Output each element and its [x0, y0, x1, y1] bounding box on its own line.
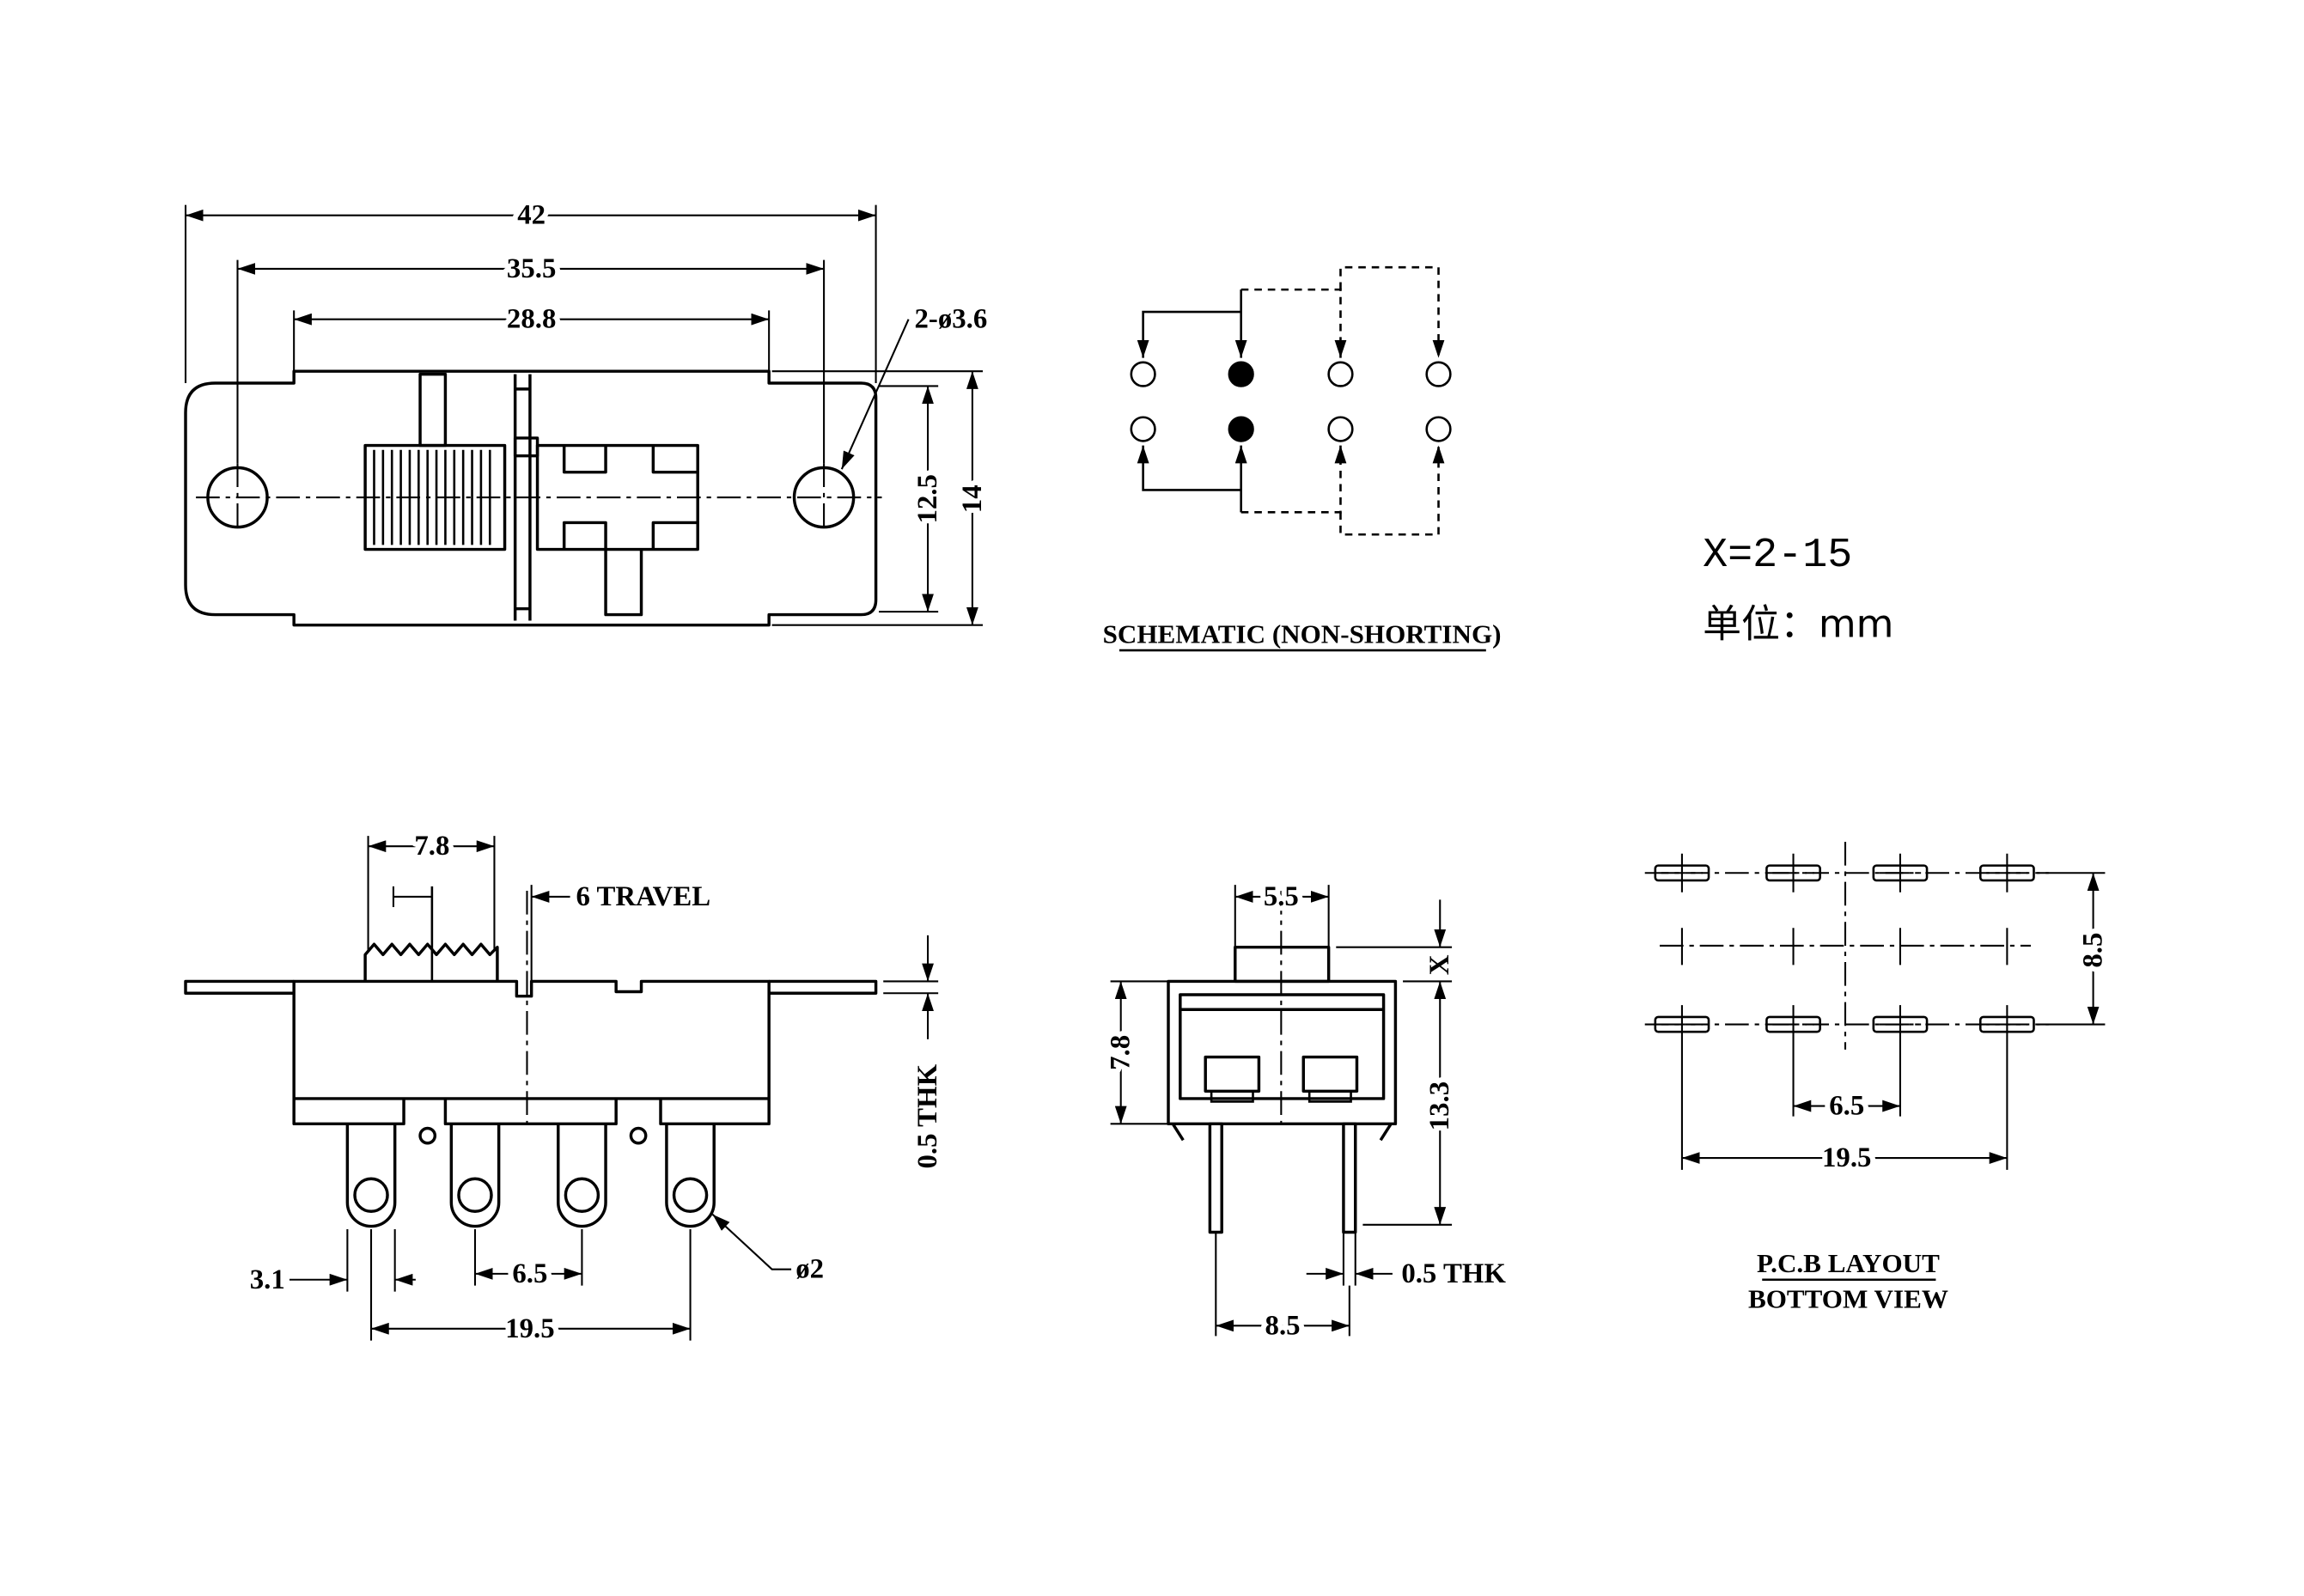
dim-label-hole-spacing: 35.5 — [507, 253, 556, 284]
x-range-note: X=2-15 — [1703, 532, 1852, 579]
end-view: 5.5 X 13.3 7.8 0.5 THK 8.5 — [1100, 876, 1512, 1347]
schematic-contact-open — [1425, 416, 1452, 442]
schematic-contact-open — [1327, 361, 1354, 387]
dim-label-overall: 42 — [517, 200, 546, 231]
actuator-knob — [363, 443, 507, 551]
dim-label-pin-span: 19.5 — [505, 1313, 554, 1344]
pin-spacing-extension-lines — [1215, 1232, 1350, 1337]
pcb-slot — [1872, 864, 1929, 882]
dim-label-pcb-span: 19.5 — [1822, 1142, 1871, 1173]
actuator-stem — [418, 372, 448, 448]
terminal-hole — [672, 1177, 709, 1214]
knob-grip-ridges — [373, 449, 491, 545]
pcb-slot — [1978, 1015, 2035, 1033]
terminal-hole — [457, 1177, 493, 1214]
slider-latch — [513, 436, 539, 458]
schematic-caption: SCHEMATIC (NON-SHORTING) — [1103, 619, 1502, 649]
hole-center-marks — [236, 463, 826, 532]
schematic-contact-open — [1425, 361, 1452, 387]
pcb-slot — [1654, 1015, 1710, 1033]
dim-label-body: 28.8 — [507, 304, 556, 335]
terminal-pin — [665, 1124, 716, 1228]
schematic-contact-open — [1327, 416, 1354, 442]
knob-extension-lines — [367, 836, 496, 951]
dim-label-height: 14 — [957, 484, 988, 513]
pcb-slot — [1654, 864, 1710, 882]
pcb-layout-title: P.C.B LAYOUT — [1757, 1248, 1940, 1278]
plate-thickness-label: 0.5 THK — [912, 1063, 943, 1168]
pcb-layout-subtitle: BOTTOM VIEW — [1748, 1284, 1948, 1314]
schematic-solid-link-bottom — [1137, 445, 1241, 491]
pin-hole-label: ø2 — [795, 1254, 824, 1285]
dim-label-pin-width: 3.1 — [250, 1264, 285, 1295]
dim-label-pcb-pitch: 6.5 — [1829, 1091, 1864, 1122]
schematic-contact-open — [1130, 361, 1156, 387]
top-view-extension-lines — [184, 204, 877, 464]
plate-thickness-extension-lines — [883, 980, 939, 995]
pin-thickness-extension-lines — [1342, 1232, 1356, 1286]
dim-label-actuator: 5.5 — [1264, 881, 1299, 912]
side-view-mounting-plate — [184, 979, 878, 995]
schematic-contact-common — [1228, 416, 1254, 442]
end-view-contact-left — [1204, 1055, 1261, 1093]
dim-label-hole-height: 12.5 — [912, 474, 943, 523]
hole-callout-label: 2-ø3.6 — [915, 304, 988, 335]
dim-label-x: X — [1424, 954, 1455, 975]
terminal-hole — [353, 1177, 389, 1214]
dim-label-total-height: 13.3 — [1424, 1081, 1455, 1130]
travel-label: 6 TRAVEL — [576, 881, 711, 912]
pin-extension-lines — [346, 1229, 692, 1341]
schematic-dashed-link-1-bottom — [1240, 445, 1347, 514]
hole-callout-leader — [840, 319, 910, 470]
end-view-contact-right — [1301, 1055, 1359, 1093]
housing-peg — [418, 1126, 437, 1145]
terminal-hole — [564, 1177, 600, 1214]
pcb-slot — [1765, 864, 1821, 882]
dim-label-pcb-row-spacing: 8.5 — [2078, 933, 2109, 968]
schematic-contact-common — [1228, 361, 1254, 387]
pin-thickness-label: 0.5 THK — [1401, 1258, 1506, 1289]
schematic-dashed-link-1-top — [1240, 288, 1347, 358]
schematic: SCHEMATIC (NON-SHORTING) — [1103, 265, 1502, 652]
slider-contact-block — [535, 443, 699, 617]
terminal-pin — [345, 1124, 397, 1228]
side-view: 7.8 6 TRAVEL ø2 3.1 6.5 19.5 0.5 THK — [184, 825, 948, 1349]
dim-label-pin-spacing: 8.5 — [1265, 1310, 1301, 1341]
top-view: 42 35.5 28.8 2-ø3.6 12.5 14 — [184, 195, 993, 627]
housing-peg — [629, 1126, 648, 1145]
end-view-housing — [1167, 979, 1398, 1142]
terminal-pin — [449, 1124, 501, 1228]
end-view-pin-left — [1208, 1122, 1223, 1234]
top-view-vertical-extension-lines — [771, 370, 983, 626]
end-view-pin-right — [1342, 1122, 1357, 1234]
dim-label-body-height: 7.8 — [1106, 1035, 1137, 1070]
pcb-slot-center-lines — [1661, 872, 2028, 1026]
pcb-slot — [1978, 864, 2035, 882]
schematic-contact-open — [1130, 416, 1156, 442]
travel-half-mark — [392, 886, 432, 908]
side-view-housing — [292, 979, 771, 1126]
dim-label-pin-pitch: 6.5 — [512, 1258, 547, 1289]
schematic-dashed-link-2-top — [1339, 265, 1445, 358]
dim-label-knob: 7.8 — [414, 831, 449, 862]
schematic-solid-link-top — [1137, 310, 1241, 358]
unit-note: 单位：mm — [1703, 600, 1893, 646]
pcb-layout: 8.5 6.5 19.5 P.C.B LAYOUT BOTTOM VIEW — [1644, 841, 2114, 1314]
top-view-housing-outline — [184, 369, 878, 627]
schematic-dashed-link-2-bottom — [1339, 445, 1445, 536]
terminal-pin — [557, 1124, 607, 1228]
slider-guide-rails — [513, 374, 532, 621]
pcb-column-extension-lines — [1680, 1043, 2008, 1170]
end-view-contact-detail — [1210, 1091, 1352, 1103]
pcb-slot — [1872, 1015, 1929, 1033]
pin-hole-leader — [711, 1213, 792, 1270]
drawing-notes: X=2-15 单位：mm — [1703, 532, 1893, 646]
pcb-slot — [1765, 1015, 1821, 1033]
